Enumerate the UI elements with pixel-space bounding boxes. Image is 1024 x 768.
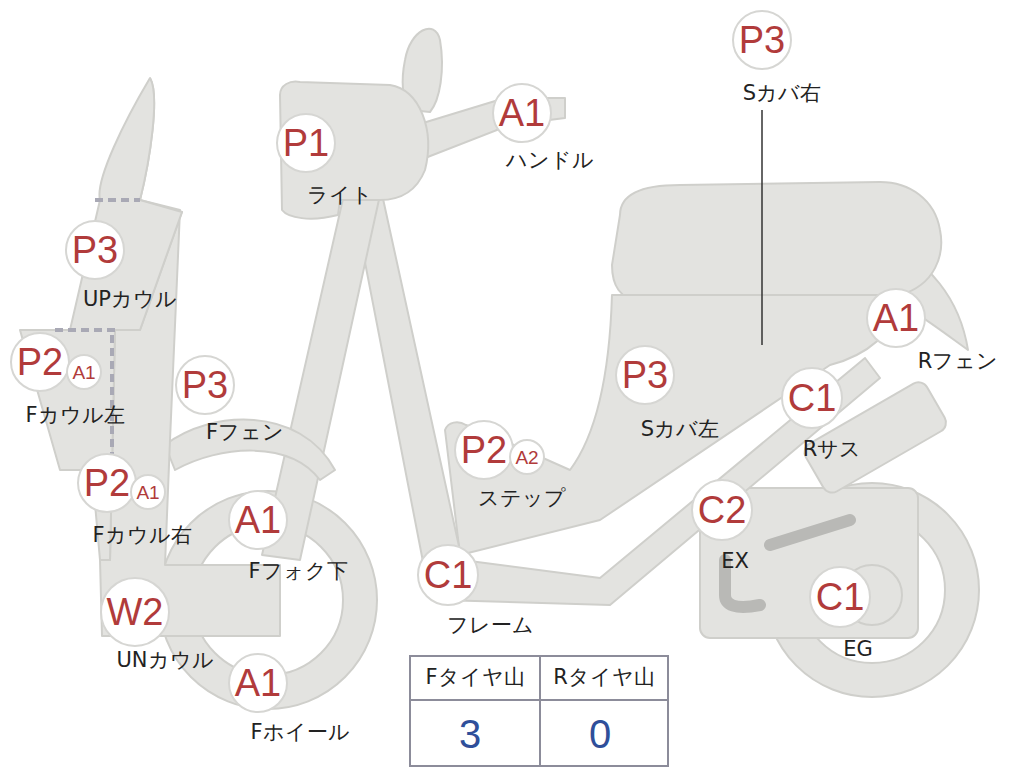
callout-circle: P1 bbox=[276, 113, 336, 173]
damage-code: P3 bbox=[72, 231, 118, 269]
damage-code: P3 bbox=[622, 356, 668, 394]
part-name: UNカウル bbox=[116, 649, 213, 672]
damage-code: P1 bbox=[283, 124, 329, 162]
damage-code: C1 bbox=[424, 556, 473, 594]
damage-code: C2 bbox=[698, 491, 747, 529]
part-name: ステップ bbox=[478, 487, 566, 510]
callout-circle: P2 bbox=[77, 453, 137, 513]
callout-circle: P2 bbox=[10, 332, 70, 392]
callout-circle: C1 bbox=[781, 367, 843, 429]
part-name: Fカウル右 bbox=[92, 524, 191, 547]
damage-code: A1 bbox=[136, 483, 159, 502]
damage-code: C1 bbox=[816, 578, 865, 616]
damage-code: A1 bbox=[499, 94, 545, 132]
table-cell: Fタイヤ山 bbox=[425, 666, 524, 689]
callout-circle: P3 bbox=[615, 345, 675, 405]
callout-circle: C2 bbox=[691, 479, 753, 541]
callout-circle: A1 bbox=[228, 490, 288, 550]
damage-code: P2 bbox=[461, 431, 507, 469]
table-cell: Rタイヤ山 bbox=[553, 666, 655, 689]
callout-circle: W2 bbox=[100, 577, 170, 647]
callout-circle: A1 bbox=[866, 288, 926, 348]
callout-circle: A1 bbox=[130, 474, 166, 510]
callout-circle: A1 bbox=[228, 653, 288, 713]
table-cell: 3 bbox=[459, 712, 481, 756]
part-name: EG bbox=[843, 638, 873, 661]
part-name: UPカウル bbox=[83, 288, 177, 311]
callout-circle: P2 bbox=[454, 420, 514, 480]
callout-circle: P3 bbox=[732, 10, 792, 70]
callout-circle: C1 bbox=[809, 566, 871, 628]
part-name: ライト bbox=[307, 184, 373, 207]
callout-circle: A2 bbox=[509, 439, 545, 475]
damage-code: P2 bbox=[17, 343, 63, 381]
part-name: フレーム bbox=[447, 614, 534, 637]
part-name: Fホイール bbox=[250, 721, 349, 744]
part-name: Rサス bbox=[803, 438, 862, 461]
table-cell: 0 bbox=[589, 712, 611, 756]
callout-circle: A1 bbox=[492, 83, 552, 143]
callout-circle: A1 bbox=[66, 354, 102, 390]
part-name: Rフェン bbox=[918, 350, 999, 373]
part-name: Fフェン bbox=[206, 421, 284, 444]
part-name: Fフォク下 bbox=[248, 560, 347, 583]
damage-code: A1 bbox=[235, 664, 281, 702]
damage-code: C1 bbox=[788, 379, 837, 417]
damage-code: P3 bbox=[182, 366, 228, 404]
damage-code: A1 bbox=[235, 501, 281, 539]
part-name: Sカバ右 bbox=[743, 82, 821, 105]
callout-circle: C1 bbox=[417, 544, 479, 606]
damage-code: A2 bbox=[515, 448, 538, 467]
damage-code: A1 bbox=[873, 299, 919, 337]
part-name: Sカバ左 bbox=[641, 418, 719, 441]
damage-code: P3 bbox=[739, 21, 785, 59]
part-name: Fカウル左 bbox=[25, 404, 124, 427]
callout-circle: P3 bbox=[175, 355, 235, 415]
damage-code: P2 bbox=[84, 464, 130, 502]
damage-code: A1 bbox=[72, 363, 95, 382]
damage-code: W2 bbox=[107, 593, 164, 631]
part-name: EX bbox=[721, 550, 749, 573]
callout-circle: P3 bbox=[65, 220, 125, 280]
part-name: ハンドル bbox=[506, 149, 594, 172]
